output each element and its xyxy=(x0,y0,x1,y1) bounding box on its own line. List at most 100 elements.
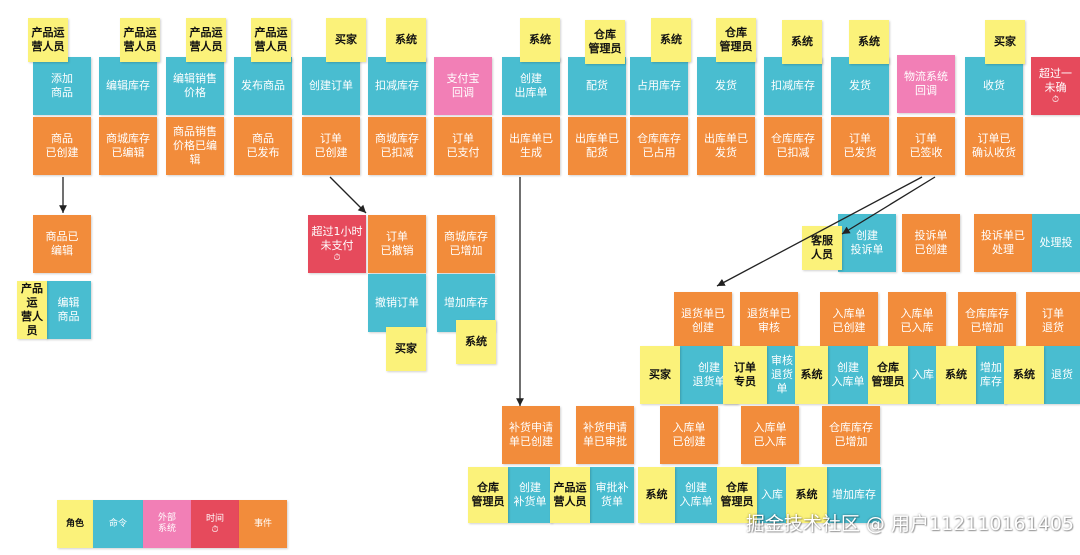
note-text: 系统 xyxy=(795,488,818,501)
note-text: 订单 已支付 xyxy=(446,132,480,159)
note-text: 买家 xyxy=(335,33,357,46)
event-note: 订单已 确认收货 xyxy=(965,117,1023,175)
role-note: 产品运 营人员 xyxy=(251,18,291,62)
note-text: 创建 补货单 xyxy=(513,481,547,508)
note-text: 支付宝 回调 xyxy=(446,72,480,99)
role-note: 产品运 营人员 xyxy=(17,281,47,339)
role-note: 系统 xyxy=(786,467,827,523)
command-note: 创建 出库单 xyxy=(502,57,560,115)
note-text: 增加库存 xyxy=(980,361,1002,388)
role-note: 系统 xyxy=(782,20,822,64)
role-note: 产品运 营人员 xyxy=(186,18,226,62)
time-note: 超过一 未确⏱ xyxy=(1031,57,1080,115)
note-text: 时间 xyxy=(205,513,224,524)
event-note: 出库单已 生成 xyxy=(502,117,560,175)
note-text: 创建 入库单 xyxy=(679,481,713,508)
note-text: 订单 退货 xyxy=(1042,307,1064,334)
event-note: 入库单 已创建 xyxy=(660,406,718,464)
note-text: 退货单已 审核 xyxy=(747,307,791,334)
clock-icon: ⏱ xyxy=(211,524,219,535)
clock-icon: ⏱ xyxy=(1051,95,1060,105)
event-note: 补货申请 单已创建 xyxy=(502,406,560,464)
command-note: 编辑库存 xyxy=(99,57,157,115)
note-text: 仓库 管理员 xyxy=(720,481,754,508)
note-text: 订单已 确认收货 xyxy=(972,132,1016,159)
command-note: 编辑销售 价格 xyxy=(166,57,224,115)
role-note: 系统 xyxy=(638,467,675,523)
note-text: 系统 xyxy=(395,33,417,46)
note-text: 退货 xyxy=(1051,368,1073,381)
command-note: 撤销订单 xyxy=(368,274,426,332)
note-text: 入库单 已入库 xyxy=(753,421,787,448)
note-text: 系统 xyxy=(465,335,487,348)
event-note: 入库单 已入库 xyxy=(888,292,946,350)
note-text: 出库单已 生成 xyxy=(509,132,553,159)
command-note: 创建 投诉单 xyxy=(838,214,896,272)
event-note: 入库单 已入库 xyxy=(741,406,799,464)
note-text: 事件 xyxy=(253,518,272,529)
note-text: 商品已 编辑 xyxy=(45,230,79,257)
note-text: 编辑 商品 xyxy=(57,296,80,323)
legend-time: 时间⏱ xyxy=(191,500,239,548)
note-text: 仓库库存 已增加 xyxy=(829,421,873,448)
role-note: 仓库 管理员 xyxy=(868,346,908,404)
note-text: 系统 xyxy=(791,35,813,48)
note-text: 商城库存 已增加 xyxy=(444,230,488,257)
role-note: 仓库 管理员 xyxy=(717,467,757,523)
note-text: 撤销订单 xyxy=(375,296,419,309)
note-text: 编辑库存 xyxy=(106,79,150,92)
note-text: 产品运 营人员 xyxy=(31,26,65,53)
event-note: 商城库存 已编辑 xyxy=(99,117,157,175)
note-text: 创建 入库单 xyxy=(831,361,865,388)
note-text: 订单 已创建 xyxy=(314,132,348,159)
note-text: 系统 xyxy=(660,33,682,46)
note-text: 收货 xyxy=(983,79,1005,92)
note-text: 添加 商品 xyxy=(51,72,73,99)
note-text: 买家 xyxy=(649,368,671,381)
command-note: 占用库存 xyxy=(630,57,688,115)
command-note: 审核 退货单 xyxy=(767,346,797,404)
note-text: 系统 xyxy=(800,368,823,381)
command-note: 创建 入库单 xyxy=(828,346,868,404)
watermark: 掘金技术社区 @ 用户112110161405 xyxy=(745,513,1074,535)
command-note: 收货 xyxy=(965,57,1023,115)
note-text: 商品 已发布 xyxy=(246,132,280,159)
role-note: 产品运 营人员 xyxy=(120,18,160,62)
note-text: 买家 xyxy=(395,342,417,355)
note-text: 发货 xyxy=(715,79,737,92)
event-note: 商品销售 价格已编辑 xyxy=(166,117,224,175)
command-note: 创建 入库单 xyxy=(675,467,717,523)
legend-external: 外部 系统 xyxy=(143,500,191,548)
event-note: 订单 退货 xyxy=(1026,292,1080,350)
command-note: 发布商品 xyxy=(234,57,292,115)
event-note: 出库单已 发货 xyxy=(697,117,755,175)
note-text: 扣减库存 xyxy=(375,79,419,92)
note-text: 买家 xyxy=(994,35,1016,48)
note-text: 仓库库存 已扣减 xyxy=(771,132,815,159)
role-note: 产品运 营人员 xyxy=(550,467,590,523)
command-note: 退货 xyxy=(1044,346,1080,404)
note-text: 系统 xyxy=(1013,368,1035,381)
note-text: 入库 xyxy=(761,488,783,501)
note-text: 系统 xyxy=(945,368,967,381)
role-note: 系统 xyxy=(849,20,889,64)
note-text: 创建 出库单 xyxy=(514,72,548,99)
note-text: 命令 xyxy=(108,518,127,529)
event-note: 订单 已创建 xyxy=(302,117,360,175)
note-text: 补货申请 单已创建 xyxy=(509,421,553,448)
role-note: 系统 xyxy=(795,346,828,404)
note-text: 补货申请 单已审批 xyxy=(583,421,627,448)
event-note: 出库单已 配货 xyxy=(568,117,626,175)
command-note: 创建 补货单 xyxy=(508,467,552,523)
note-text: 入库 xyxy=(912,368,934,381)
event-note: 退货单已 审核 xyxy=(740,292,798,350)
note-text: 配货 xyxy=(586,79,608,92)
note-text: 仓库 管理员 xyxy=(588,28,622,55)
note-text: 订单 已发货 xyxy=(843,132,877,159)
command-note: 发货 xyxy=(697,57,755,115)
event-note: 仓库库存 已增加 xyxy=(822,406,880,464)
note-text: 系统 xyxy=(529,33,551,46)
note-text: 产品运 营人员 xyxy=(553,481,587,508)
command-note: 配货 xyxy=(568,57,626,115)
note-text: 创建 退货单 xyxy=(692,361,726,388)
